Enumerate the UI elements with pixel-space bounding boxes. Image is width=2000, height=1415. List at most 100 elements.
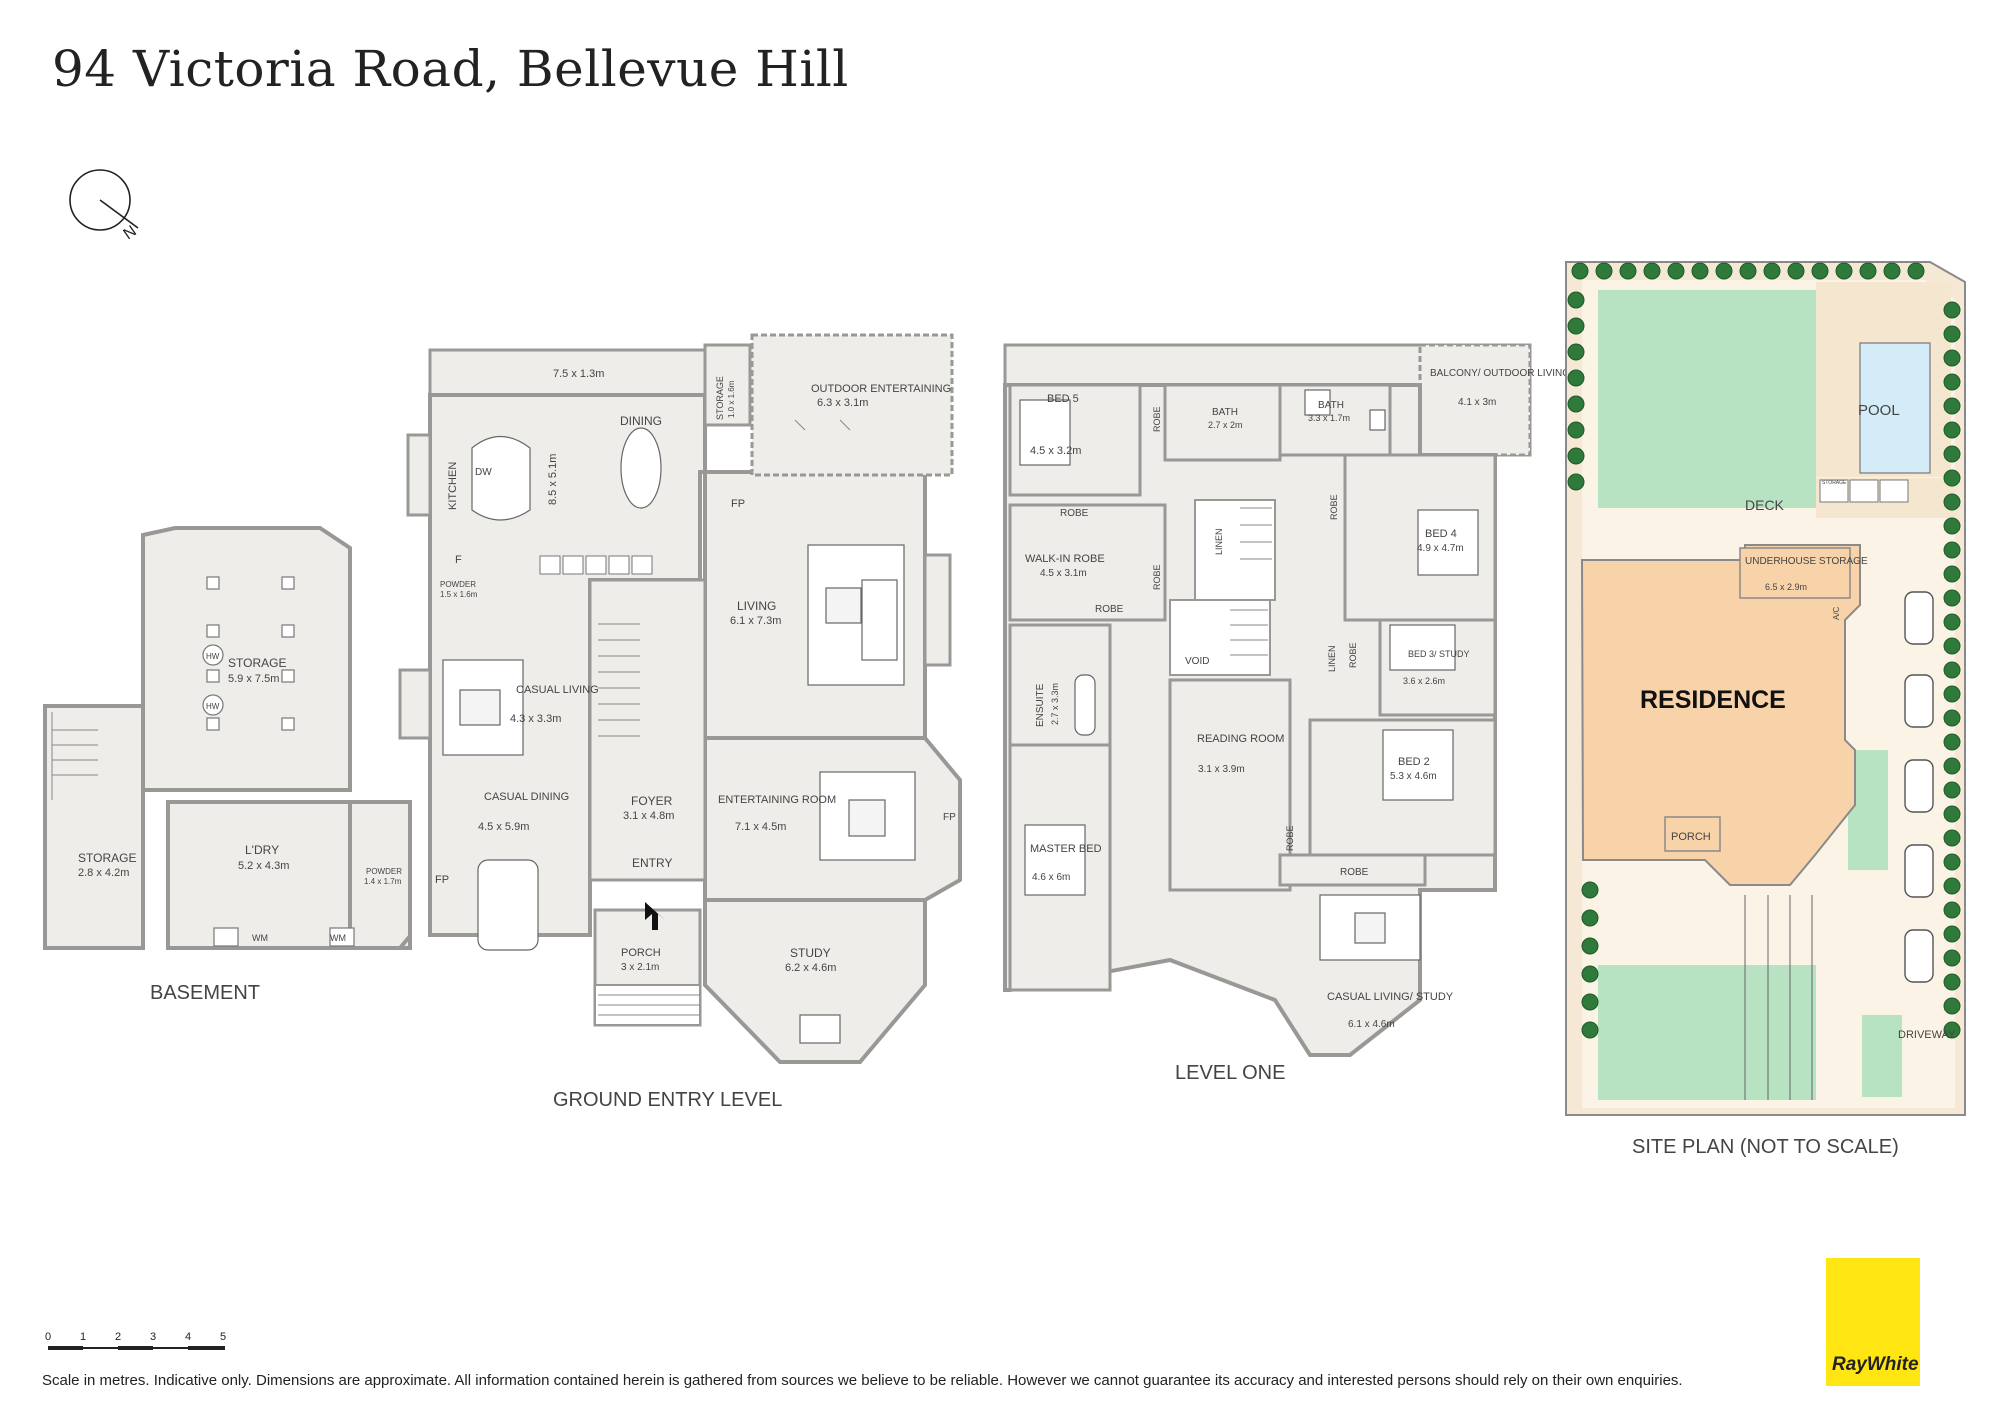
tree-icon	[1691, 262, 1709, 280]
tree-icon	[1943, 373, 1961, 391]
tree-icon	[1943, 565, 1961, 583]
basement-hw1-label: HW	[206, 652, 220, 661]
tree-icon	[1943, 1021, 1961, 1039]
ground-study-name: STUDY	[790, 946, 831, 960]
tree-icon	[1883, 262, 1901, 280]
tree-icon	[1619, 262, 1637, 280]
site-ac-label: A/C	[1832, 606, 1841, 620]
tree-icon	[1581, 937, 1599, 955]
basement-level-label: BASEMENT	[150, 982, 260, 1004]
page-title: 94 Victoria Road, Bellevue Hill	[52, 40, 849, 98]
tree-icon	[1943, 997, 1961, 1015]
l1-robe3-label: ROBE	[1152, 564, 1162, 590]
tree-icon	[1943, 685, 1961, 703]
ground-porch-name: PORCH	[621, 947, 661, 959]
basement-plan: HW HW WM WM STORAGE 5.9 x 7.5m STORAGE 2…	[43, 526, 412, 1004]
l1-casual-study-name: CASUAL LIVING/ STUDY	[1327, 991, 1454, 1003]
l1-ensuite-dims: 2.7 x 3.3m	[1050, 683, 1060, 725]
l1-bed5-name: BED 5	[1047, 393, 1079, 405]
scale-tick-label: 5	[220, 1331, 226, 1343]
l1-casual-study-dims: 6.1 x 4.6m	[1348, 1019, 1395, 1030]
l1-linen1-label: LINEN	[1214, 528, 1224, 555]
site-underhouse-dims: 6.5 x 2.9m	[1765, 582, 1807, 592]
l1-robe6-label: ROBE	[1348, 642, 1358, 668]
tree-icon	[1943, 325, 1961, 343]
tree-icon	[1943, 733, 1961, 751]
tree-icon	[1943, 541, 1961, 559]
tree-icon	[1667, 262, 1685, 280]
ground-powder-dims: 1.5 x 1.6m	[440, 590, 478, 599]
l1-robe5-label: ROBE	[1329, 494, 1339, 520]
l1-bath2-name: BATH	[1318, 400, 1344, 411]
ground-entertaining-name: ENTERTAINING ROOM	[718, 794, 836, 806]
ground-kitchen-dims: 8.5 x 5.1m	[547, 454, 559, 505]
tree-icon	[1581, 1021, 1599, 1039]
l1-bed4-dims: 4.9 x 4.7m	[1417, 543, 1464, 554]
ground-powder-name: POWDER	[440, 580, 476, 589]
ground-entertaining-dims: 7.1 x 4.5m	[735, 821, 786, 833]
l1-master-name: MASTER BED	[1030, 843, 1102, 855]
l1-bath1-name: BATH	[1212, 407, 1238, 418]
tree-icon	[1943, 781, 1961, 799]
basement-storage-small-dims: 2.8 x 4.2m	[78, 867, 129, 879]
ground-f-label: F	[455, 554, 462, 566]
ground-casual-living-name: CASUAL LIVING	[516, 684, 599, 696]
scale-tick-label: 0	[45, 1331, 51, 1343]
ground-fp3-label: FP	[943, 812, 956, 823]
level-one-label: LEVEL ONE	[1175, 1062, 1285, 1084]
tree-icon	[1643, 262, 1661, 280]
l1-bed3-name: BED 3/ STUDY	[1408, 649, 1470, 659]
site-driveway-label: DRIVEWAY	[1898, 1029, 1956, 1041]
site-porch-label: PORCH	[1671, 831, 1711, 843]
basement-laundry-name: L'DRY	[245, 843, 279, 857]
l1-balcony-dims: 4.1 x 3m	[1458, 397, 1496, 408]
basement-storage-name: STORAGE	[228, 656, 286, 670]
l1-robe1-label: ROBE	[1152, 406, 1162, 432]
ground-level-label: GROUND ENTRY LEVEL	[553, 1089, 782, 1111]
tree-icon	[1943, 805, 1961, 823]
site-plan-label: SITE PLAN (NOT TO SCALE)	[1632, 1136, 1899, 1158]
tree-icon	[1943, 493, 1961, 511]
tree-icon	[1581, 993, 1599, 1011]
l1-bed3-dims: 3.6 x 2.6m	[1403, 676, 1445, 686]
basement-laundry-dims: 5.2 x 4.3m	[238, 860, 289, 872]
tree-icon	[1567, 473, 1585, 491]
tree-icon	[1811, 262, 1829, 280]
tree-icon	[1943, 949, 1961, 967]
l1-bed2-name: BED 2	[1398, 756, 1430, 768]
tree-icon	[1581, 909, 1599, 927]
tree-icon	[1581, 881, 1599, 899]
tree-icon	[1943, 757, 1961, 775]
scale-tick-label: 1	[80, 1331, 86, 1343]
tree-icon	[1715, 262, 1733, 280]
tree-icon	[1943, 661, 1961, 679]
l1-linen2-label: LINEN	[1327, 645, 1337, 672]
tree-icon	[1943, 829, 1961, 847]
tree-icon	[1943, 709, 1961, 727]
l1-bed5-dims: 4.5 x 3.2m	[1030, 445, 1081, 457]
ground-fp2-label: FP	[435, 874, 449, 886]
ground-storage-name: STORAGE	[715, 376, 725, 420]
tree-icon	[1943, 901, 1961, 919]
scale-tick-label: 4	[185, 1331, 191, 1343]
basement-storage-small-name: STORAGE	[78, 851, 136, 865]
tree-icon	[1567, 369, 1585, 387]
ground-study-dims: 6.2 x 4.6m	[785, 962, 836, 974]
ground-porch-dims: 3 x 2.1m	[621, 962, 659, 973]
l1-robe7-label: ROBE	[1285, 825, 1295, 851]
scale-tick-label: 2	[115, 1331, 121, 1343]
l1-robe2-label: ROBE	[1060, 508, 1089, 519]
ground-living-name: LIVING	[737, 599, 776, 613]
l1-bed4-name: BED 4	[1425, 528, 1457, 540]
scale-tick-label: 3	[150, 1331, 156, 1343]
tree-icon	[1567, 317, 1585, 335]
ground-entry-name: ENTRY	[632, 856, 672, 870]
ground-foyer-dims: 3.1 x 4.8m	[623, 810, 674, 822]
tree-icon	[1943, 853, 1961, 871]
tree-icon	[1943, 589, 1961, 607]
tree-icon	[1943, 517, 1961, 535]
tree-icon	[1567, 343, 1585, 361]
tree-icon	[1943, 397, 1961, 415]
compass-n-label: N	[121, 223, 140, 244]
tree-icon	[1943, 925, 1961, 943]
